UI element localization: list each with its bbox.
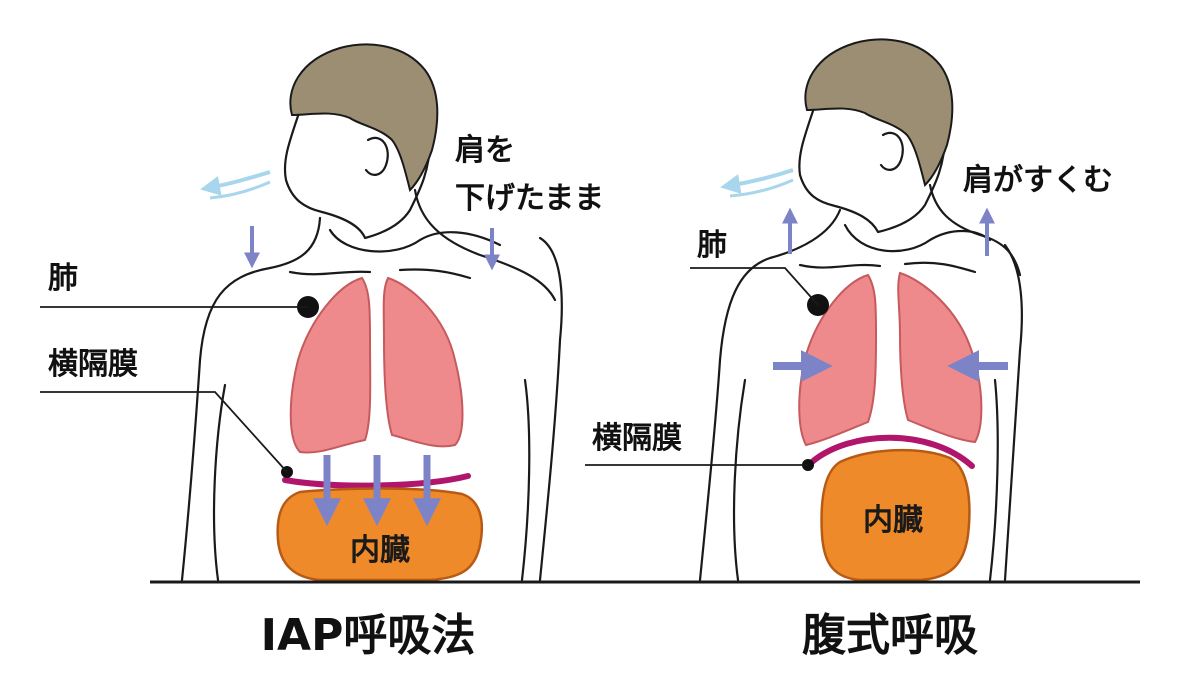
right-figure: 内臓 肺 横隔膜 肩がすくむ bbox=[585, 39, 1113, 580]
left-lung-right bbox=[384, 278, 463, 446]
right-clavicle bbox=[800, 263, 975, 272]
left-hair bbox=[290, 44, 437, 190]
breath-out-icon bbox=[728, 170, 793, 196]
right-lung-right bbox=[898, 273, 981, 442]
left-shoulder-note-1: 肩を bbox=[455, 133, 515, 168]
left-diaphragm-leader bbox=[40, 392, 287, 472]
right-lung-leader bbox=[690, 268, 818, 305]
left-clavicle bbox=[290, 269, 470, 278]
left-diaphragm-label: 横隔膜 bbox=[48, 347, 138, 382]
right-viscera-label: 内臓 bbox=[863, 503, 923, 538]
breath-out-icon bbox=[208, 172, 270, 198]
right-diaphragm-label: 横隔膜 bbox=[592, 421, 682, 456]
right-shoulder-note: 肩がすくむ bbox=[963, 163, 1113, 198]
right-lung-label: 肺 bbox=[697, 228, 727, 263]
left-caption: IAP呼吸法 bbox=[261, 610, 476, 661]
left-figure: 内臓 肺 横隔膜 肩を 下げたまま bbox=[40, 44, 604, 580]
left-viscera-label: 内臓 bbox=[350, 533, 410, 568]
left-shoulder-note-2: 下げたまま bbox=[455, 181, 604, 216]
right-hair bbox=[805, 39, 952, 185]
right-back-shoulder bbox=[930, 185, 1020, 275]
right-ear bbox=[881, 133, 903, 170]
right-caption: 腹式呼吸 bbox=[802, 610, 978, 661]
left-lung-label: 肺 bbox=[48, 261, 78, 296]
left-ear bbox=[366, 138, 388, 175]
